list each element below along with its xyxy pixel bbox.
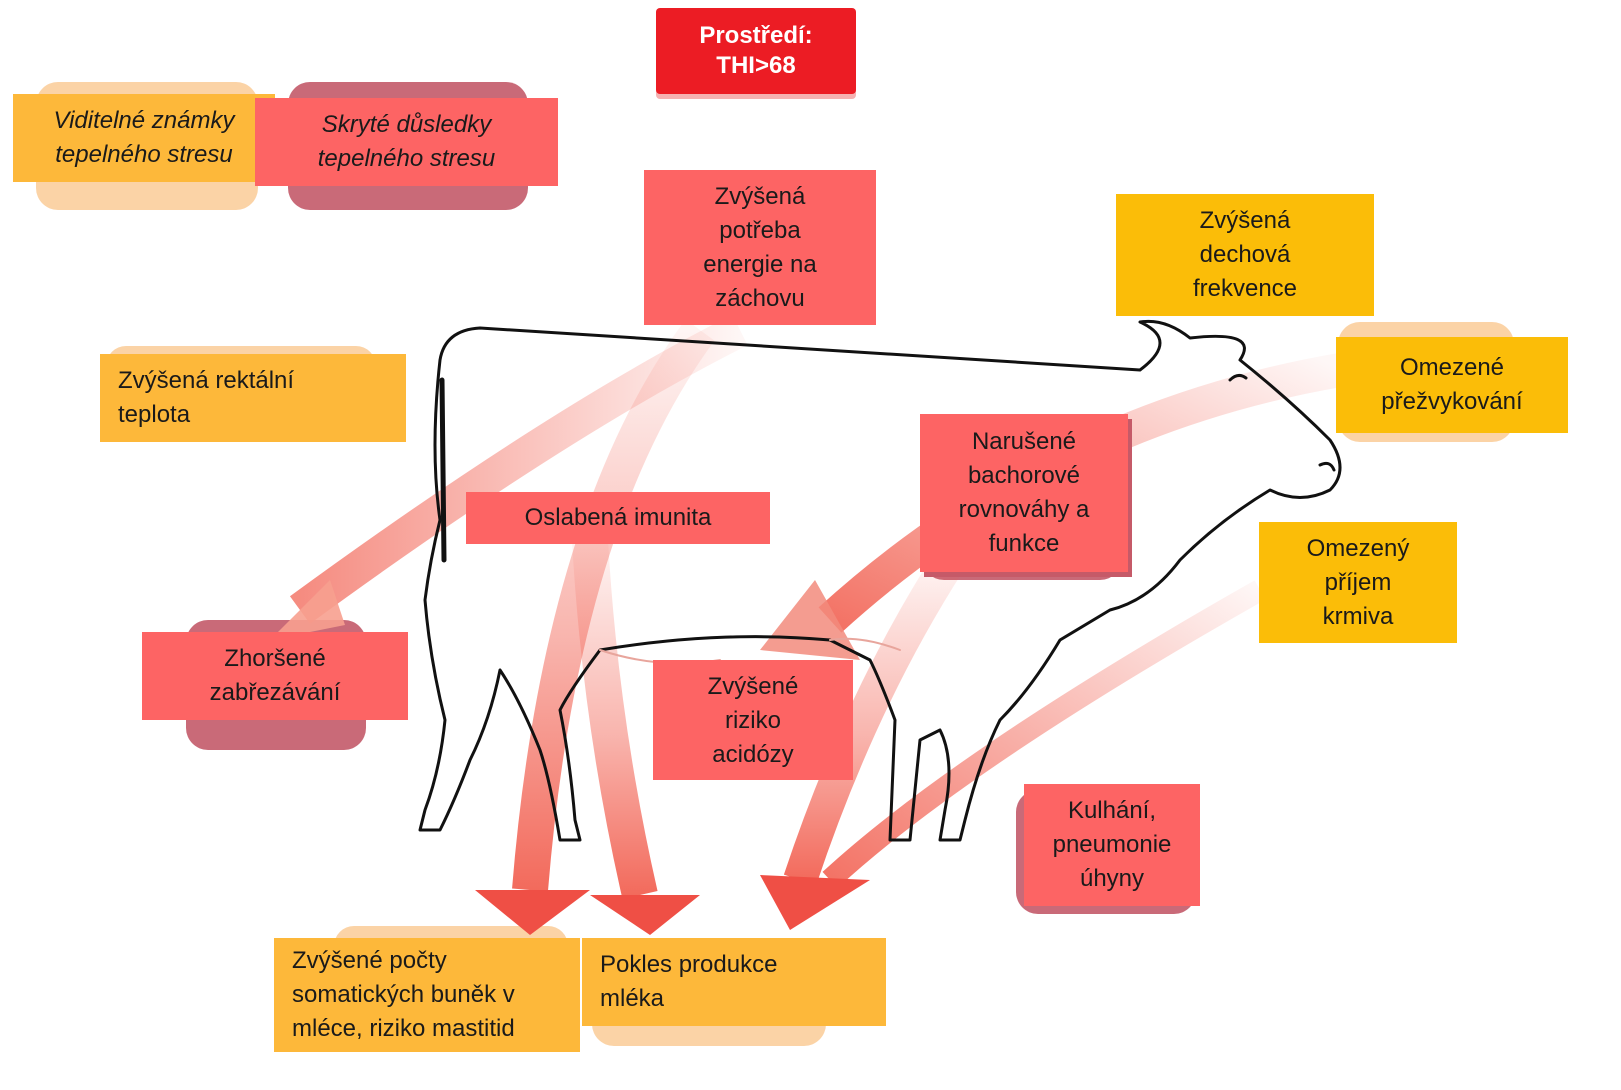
node-somatic-cells: Zvýšené počty somatických buněk v mléce,… <box>274 938 580 1052</box>
arrow-milk-head-1 <box>590 895 700 935</box>
node-energy-need: Zvýšená potřeba energie na záchovu <box>644 170 876 325</box>
node-milk-drop: Pokles produkce mléka <box>582 938 886 1026</box>
node-lameness: Kulhání, pneumonie úhyny <box>1024 784 1200 906</box>
legend-visible-signs: Viditelné známky tepelného stresu <box>13 94 275 182</box>
legend-hidden-consequences: Skryté důsledky tepelného stresu <box>255 98 558 186</box>
node-rumination: Omezené přežvykování <box>1336 337 1568 433</box>
node-feed-intake: Omezený příjem krmiva <box>1259 522 1457 643</box>
node-rumen: Narušené bachorové rovnováhy a funkce <box>920 414 1128 572</box>
node-immunity: Oslabená imunita <box>466 492 770 544</box>
arrow-milk-head-2 <box>760 875 870 930</box>
arrow-somatic-head <box>475 890 590 935</box>
node-rectal-temp: Zvýšená rektální teplota <box>100 354 406 442</box>
arrow-immunity-to-milk <box>590 540 640 895</box>
node-respiration: Zvýšená dechová frekvence <box>1116 194 1374 316</box>
environment-label: Prostředí: THI>68 <box>656 8 856 94</box>
node-conception: Zhoršené zabřezávání <box>142 632 408 720</box>
node-acidosis: Zvýšené riziko acidózy <box>653 660 853 780</box>
